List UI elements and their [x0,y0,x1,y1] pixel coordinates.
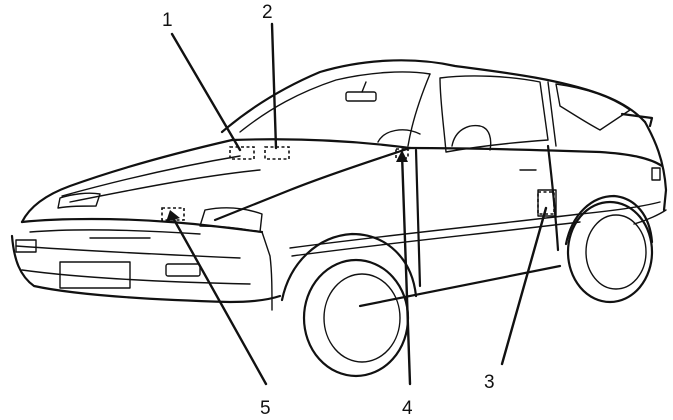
steering-wheel [377,129,421,143]
front-wheel-arch [280,232,418,302]
front-tire [302,258,410,378]
rear-rim [585,214,647,290]
callout-1: 1 [162,10,173,31]
location-3-box [537,191,555,215]
rear-quarter-window [555,83,631,131]
rear-wheel-arch [564,194,654,246]
wheels [280,194,654,378]
hood-left-edge [20,138,234,224]
location-4-box [395,148,409,159]
a-pillar [407,73,431,147]
leader-2 [270,22,278,150]
side-molding [289,201,661,249]
front-turn-light-left [15,239,37,253]
hood-right-edge [213,146,412,222]
headlight-cover [199,207,263,233]
rocker-panel [358,264,562,308]
seat [451,124,492,151]
callout-4: 4 [402,398,413,419]
rear-end [643,120,668,212]
rearview-mirror [345,91,377,102]
label-locations [161,146,555,221]
roof-and-glass [220,59,654,153]
leader-3 [500,206,548,366]
leader-lines [166,22,548,386]
rear-tire [566,200,654,304]
cowl-line [230,138,412,150]
callout-numbers: 1 2 3 4 5 [162,2,495,419]
leader-1 [170,32,242,152]
door-front-seam [414,148,422,288]
license-plate [59,261,131,289]
leader-5 [170,214,268,386]
callout-2: 2 [262,2,273,23]
roof-line [220,59,647,134]
callout-3: 3 [484,372,495,393]
front-turn-light-right [165,263,201,277]
hood-and-front [10,138,412,311]
rear-spoiler [620,112,654,128]
leader-4 [400,152,412,386]
callout-5: 5 [260,398,271,419]
door-window [439,75,549,153]
beltline [408,146,664,168]
location-2-box [264,146,290,160]
fuel-door [537,189,557,217]
location-1-box [229,146,255,160]
front-bumper [10,234,282,304]
front-rim [323,273,401,363]
windshield-top [239,71,431,133]
